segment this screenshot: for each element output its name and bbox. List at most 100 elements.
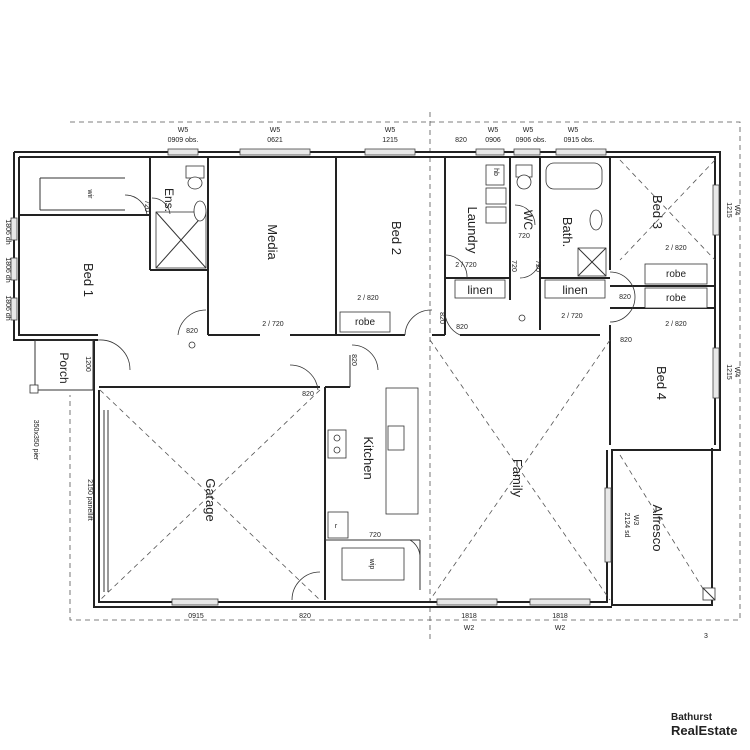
room-label-wir: wir [86, 189, 93, 200]
window-size: 0909 obs. [168, 137, 199, 144]
room-label-wip: wip [368, 558, 375, 570]
handbasin-label: hb [492, 168, 499, 176]
window-size: 0915 obs. [564, 137, 595, 144]
dimension-label: 820 [350, 354, 357, 366]
site-boundary [69, 121, 741, 621]
room-label-porch: Porch [57, 352, 71, 383]
dimension-label: 1200 [84, 356, 91, 372]
brand-line1: Bathurst [671, 712, 713, 723]
dimension-label: 820 [302, 391, 314, 398]
smoke-detector-icon [518, 314, 526, 322]
window-code: W4 [733, 205, 740, 216]
room-label-media: Media [265, 224, 280, 260]
windows-bottom [171, 598, 591, 606]
window-code: W2 [555, 625, 566, 632]
window-size: 1215 [725, 202, 732, 218]
dimension-label: 820 [186, 328, 198, 335]
window-code: W5 [488, 127, 499, 134]
dimension-label: 820 [456, 324, 468, 331]
dimension-label: 2 / 820 [665, 245, 687, 252]
door-swings [97, 194, 636, 601]
brand-line2: RealEstate [671, 723, 737, 738]
porch-area [29, 339, 94, 394]
dimension-label: 2 / 820 [665, 321, 687, 328]
window-code: W2 [464, 625, 475, 632]
window-size: 1806 dh [4, 219, 11, 244]
room-label-garage: Garage [203, 478, 218, 521]
dimension-label: 2 / 820 [357, 295, 379, 302]
right-window-labels: W4 1215 W4 1215 [725, 202, 740, 380]
room-label-bed2: Bed 2 [389, 221, 404, 255]
room-label-bed1: Bed 1 [81, 263, 96, 297]
window-size: 0906 [485, 137, 501, 144]
storage-labels: linen linen robe robe robe hb r [335, 168, 687, 530]
windows-side [10, 184, 720, 563]
storage-boxes [339, 263, 708, 333]
window-code: W4 [733, 367, 740, 378]
fridge-label: r [335, 523, 338, 530]
top-window-labels: W5 0909 obs. W5 0621 W5 1215 820 W5 0906… [168, 127, 595, 144]
window-size: 1818 [552, 613, 568, 620]
window-code: W5 [523, 127, 534, 134]
robe-label: robe [666, 269, 686, 280]
dimension-label: 720 [510, 260, 517, 272]
dimension-label: 720 [143, 200, 150, 212]
dimension-label: 2 / 720 [262, 321, 284, 328]
room-label-bed3: Bed 3 [650, 195, 665, 229]
window-size: 820 [455, 137, 467, 144]
left-window-labels: 1806 dh 1806 dh 1806 dh [4, 219, 11, 320]
brand-logo: Bathurst RealEstate [671, 712, 737, 738]
window-size: 820 [299, 613, 311, 620]
linen-label: linen [562, 283, 587, 297]
window-size: 1806 dh [4, 295, 11, 320]
windows-top [167, 148, 607, 156]
room-label-laundry: Laundry [465, 207, 480, 254]
window-size: 0915 [188, 613, 204, 620]
dimension-label: 2 / 720 [561, 313, 583, 320]
window-code: W5 [178, 127, 189, 134]
room-label-wc: WC [521, 210, 535, 230]
room-label-family: Family [510, 459, 525, 498]
room-label-bed4: Bed 4 [654, 366, 669, 400]
dimension-label: 2 / 720 [455, 262, 477, 269]
room-label-alfresco: Alfresco [650, 505, 665, 552]
window-code: W5 [568, 127, 579, 134]
window-size: 2124 sd [623, 513, 630, 538]
window-size: 1215 [382, 137, 398, 144]
room-labels: wir Ens. Bed 1 Media Bed 2 Laundry WC Ba… [57, 188, 669, 569]
room-label-ensuite: Ens. [162, 188, 176, 212]
window-size: 1818 [461, 613, 477, 620]
room-label-kitchen: Kitchen [361, 436, 376, 479]
window-code: W5 [385, 127, 396, 134]
dimension-label: 720 [518, 233, 530, 240]
bottom-window-labels: 0915 820 1818 W2 1818 W2 [188, 613, 568, 632]
pier-label: 350x350 pier [32, 420, 39, 461]
dimension-label: 720 [369, 532, 381, 539]
dimension-label: 820 [619, 294, 631, 301]
window-size: 0906 obs. [516, 137, 547, 144]
smoke-detector-icon [188, 341, 196, 349]
kitchen-fixtures [327, 387, 419, 581]
interior-walls [99, 157, 715, 600]
linen-label: linen [467, 283, 492, 297]
window-code: W3 [632, 515, 639, 526]
ensuite-fixtures [155, 165, 207, 269]
robe-label: robe [355, 317, 375, 328]
corner-mark: 3 [704, 633, 708, 640]
dimension-label: 720 [534, 260, 541, 272]
window-size: 0621 [267, 137, 283, 144]
garage-door [103, 410, 109, 592]
bed1-wir [19, 177, 150, 216]
dimension-label: 820 [438, 312, 445, 324]
robe-label: robe [666, 293, 686, 304]
window-size: 1215 [725, 364, 732, 380]
outer-walls [13, 151, 721, 608]
window-size: 1806 dh [4, 257, 11, 282]
window-code: W5 [270, 127, 281, 134]
wet-area-fixtures [485, 162, 607, 277]
door-dimensions: 720 720 720 720 2 / 720 2 / 820 820 2 / … [32, 200, 708, 640]
panellift-label: 2150 panellift [86, 479, 93, 521]
dimension-label: 820 [620, 337, 632, 344]
roof-hip-lines [99, 159, 716, 601]
